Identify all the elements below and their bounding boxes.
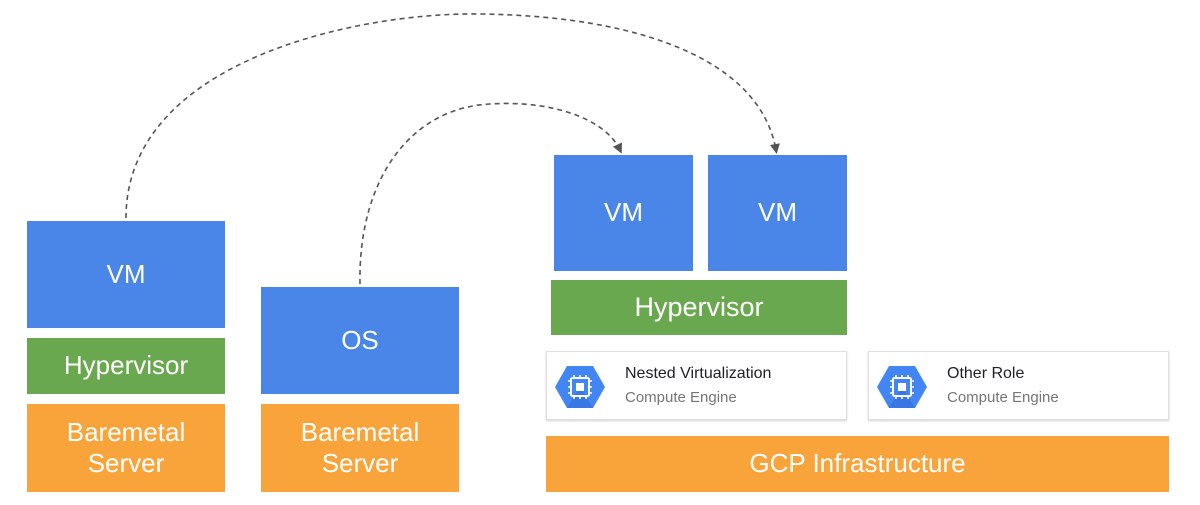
middle-os-block: OS bbox=[261, 287, 459, 394]
card-subtitle: Compute Engine bbox=[947, 389, 1059, 406]
right-hypervisor-block: Hypervisor bbox=[551, 280, 847, 335]
left-hypervisor-block: Hypervisor bbox=[27, 338, 225, 394]
compute-engine-icon bbox=[555, 366, 605, 408]
card-title: Nested Virtualization bbox=[625, 365, 772, 382]
card-title: Other Role bbox=[947, 365, 1025, 382]
left-vm-block: VM bbox=[27, 221, 225, 328]
middle-baremetal-server-block: Baremetal Server bbox=[261, 404, 459, 492]
gcp-infrastructure-block: GCP Infrastructure bbox=[546, 436, 1169, 492]
right-vm-block-1: VM bbox=[554, 155, 693, 271]
card-subtitle: Compute Engine bbox=[625, 389, 737, 406]
left-baremetal-server-block: Baremetal Server bbox=[27, 404, 225, 492]
compute-engine-icon bbox=[877, 366, 927, 408]
arrow-vm-to-gcp-vm bbox=[125, 13, 780, 219]
other-role-card: Other Role Compute Engine bbox=[868, 351, 1169, 420]
nested-virtualization-card: Nested Virtualization Compute Engine bbox=[546, 351, 847, 420]
right-vm-block-2: VM bbox=[708, 155, 847, 271]
